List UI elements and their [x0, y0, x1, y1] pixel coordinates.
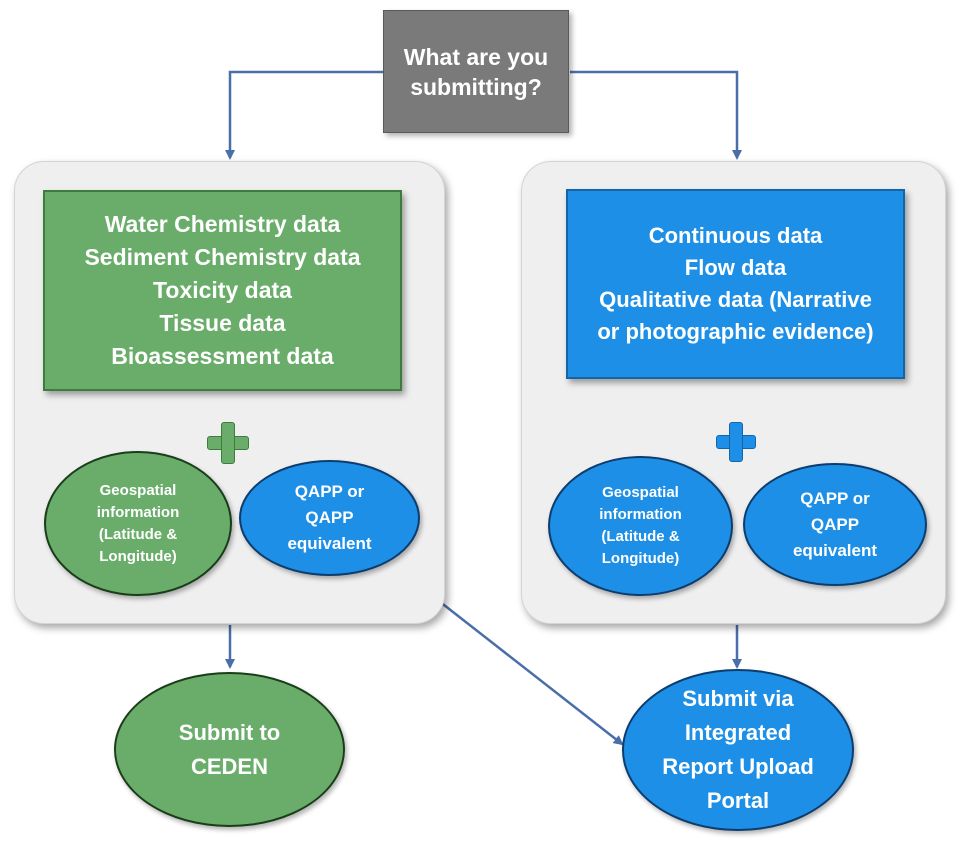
right-qapp-line-3: equivalent: [792, 540, 878, 560]
left-geo-line-1: Geospatial: [99, 481, 177, 499]
submit-portal-line-3: Report Upload: [662, 754, 814, 779]
right-geo-line-1: Geospatial: [602, 484, 679, 501]
left-data-type-bioassessment: Bioassessment data: [111, 343, 334, 369]
right-plus-icon: [716, 422, 756, 462]
left-qapp-line-2: QAPP: [305, 508, 354, 527]
right-geospatial-ellipse: Geospatial information (Latitude & Longi…: [548, 456, 733, 596]
left-plus-icon: [207, 422, 249, 464]
question-line-2: submitting?: [410, 73, 542, 100]
left-geo-line-4: Longitude): [99, 547, 177, 565]
left-geospatial-ellipse: Geospatial information (Latitude & Longi…: [44, 451, 232, 596]
question-box: What are you submitting?: [383, 10, 569, 133]
right-qapp-ellipse: QAPP or QAPP equivalent: [743, 463, 927, 586]
right-geo-line-3: (Latitude &: [601, 528, 680, 545]
right-data-types-box: Continuous data Flow data Qualitative da…: [566, 189, 905, 379]
submit-ceden-line-1: Submit to: [178, 719, 281, 745]
right-data-type-flow: Flow data: [684, 255, 787, 280]
submit-ceden-line-2: CEDEN: [190, 753, 268, 779]
left-qapp-line-1: QAPP or: [294, 482, 365, 501]
question-line-1: What are you: [403, 43, 549, 70]
right-geo-line-4: Longitude): [601, 550, 680, 567]
left-data-type-toxicity: Toxicity data: [153, 277, 292, 303]
right-data-type-qualitative: Qualitative data (Narrative: [599, 287, 872, 312]
submit-portal-ellipse: Submit via Integrated Report Upload Port…: [622, 669, 854, 831]
submit-ceden-ellipse: Submit to CEDEN: [114, 672, 345, 827]
right-qapp-line-2: QAPP: [810, 514, 860, 534]
right-qapp-line-1: QAPP or: [800, 488, 870, 508]
arrow-question-to-right: [570, 70, 742, 160]
right-geo-line-2: information: [599, 506, 682, 523]
left-geo-line-2: information: [96, 503, 180, 521]
right-data-type-continuous: Continuous data: [648, 223, 823, 248]
submit-portal-line-2: Integrated: [684, 720, 792, 745]
left-qapp-line-3: equivalent: [287, 534, 372, 553]
left-data-types-box: Water Chemistry data Sediment Chemistry …: [43, 190, 402, 391]
left-data-type-water-chemistry: Water Chemistry data: [104, 211, 341, 237]
left-data-type-sediment-chemistry: Sediment Chemistry data: [84, 244, 361, 270]
left-qapp-ellipse: QAPP or QAPP equivalent: [239, 460, 420, 576]
right-data-type-photographic: or photographic evidence): [597, 319, 874, 344]
left-data-type-tissue: Tissue data: [159, 310, 286, 336]
submit-portal-line-1: Submit via: [682, 686, 794, 711]
left-geo-line-3: (Latitude &: [98, 525, 178, 543]
submit-portal-line-4: Portal: [706, 788, 770, 813]
arrow-question-to-left: [225, 70, 383, 160]
